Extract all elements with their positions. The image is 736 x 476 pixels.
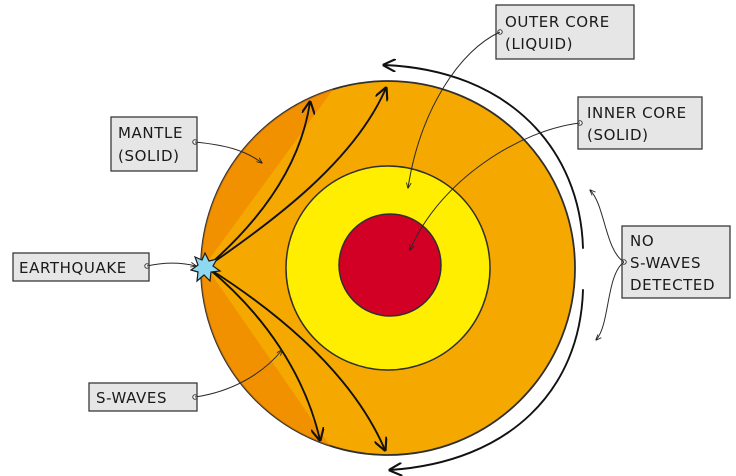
svg-text:EARTHQUAKE: EARTHQUAKE: [19, 259, 127, 277]
s-wave-paths: [207, 88, 386, 450]
svg-text:(SOLID): (SOLID): [118, 147, 180, 165]
inner-core-layer: [338, 213, 442, 317]
s-wave-path-3: [207, 267, 320, 440]
earthquake-label: EARTHQUAKE: [12, 252, 196, 282]
svg-text:S-WAVES: S-WAVES: [96, 389, 167, 407]
svg-text:MANTLE: MANTLE: [118, 124, 183, 142]
shadow-zone-arc-top: [384, 65, 584, 249]
s-wave-path-2: [207, 88, 386, 267]
s-wave-path-1: [207, 102, 310, 267]
outer-core-label: OUTER CORE (LIQUID): [408, 4, 635, 188]
mantle-label: MANTLE (SOLID): [110, 116, 262, 172]
svg-text:OUTER CORE: OUTER CORE: [505, 13, 610, 31]
svg-text:(SOLID): (SOLID): [587, 126, 649, 144]
no-s-waves-detected-label: NO S-WAVES DETECTED: [590, 190, 731, 340]
svg-text:INNER CORE: INNER CORE: [587, 104, 687, 122]
shadow-zone-arc-bottom: [390, 289, 584, 470]
s-wave-path-4: [207, 267, 385, 450]
svg-text:DETECTED: DETECTED: [630, 276, 715, 294]
inner-core-label: INNER CORE (SOLID): [410, 96, 703, 250]
svg-text:S-WAVES: S-WAVES: [630, 254, 701, 272]
svg-text:(LIQUID): (LIQUID): [505, 35, 573, 53]
s-waves-label: S-WAVES: [88, 350, 282, 412]
svg-text:NO: NO: [630, 232, 654, 250]
star-burst-icon: [189, 251, 222, 283]
